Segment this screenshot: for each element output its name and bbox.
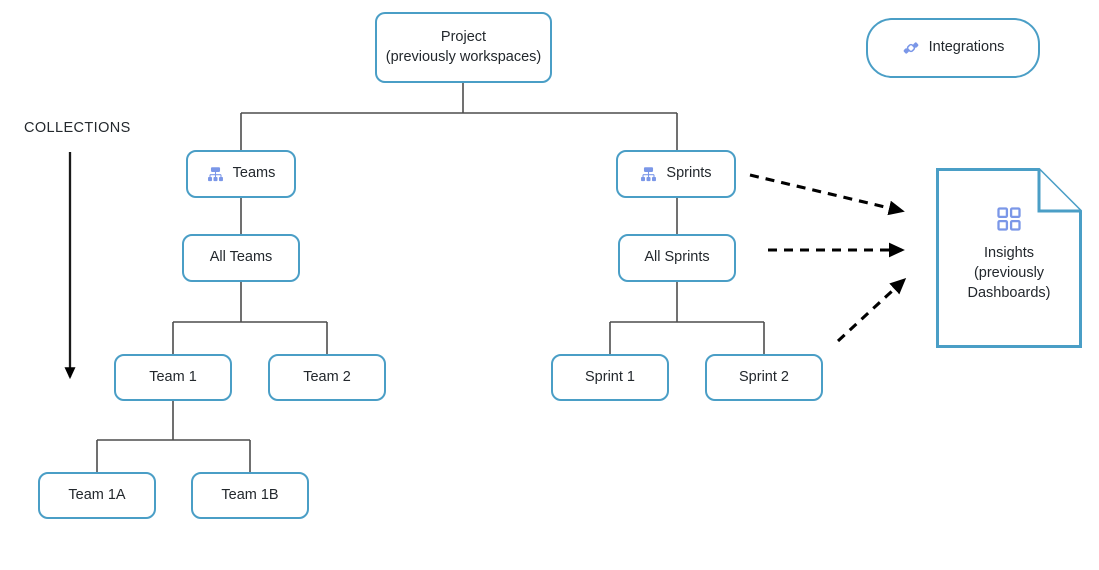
node-sprint-2-label: Sprint 2 bbox=[739, 368, 789, 385]
hierarchy-icon bbox=[207, 166, 224, 183]
edge-sprint2-insights-dashed bbox=[836, 278, 907, 343]
node-integrations[interactable]: Integrations bbox=[866, 18, 1040, 78]
node-team-1a-label: Team 1A bbox=[68, 486, 126, 503]
node-team-1b[interactable]: Team 1B bbox=[191, 472, 309, 519]
node-sprint-1-label: Sprint 1 bbox=[585, 368, 635, 385]
node-team-1[interactable]: Team 1 bbox=[114, 354, 232, 401]
node-sprints-label: Sprints bbox=[666, 165, 712, 182]
node-all-sprints[interactable]: All Sprints bbox=[618, 234, 736, 282]
node-sprints[interactable]: Sprints bbox=[616, 150, 736, 198]
node-insights[interactable]: Insights (previously Dashboards) bbox=[936, 168, 1082, 348]
node-team-1-label: Team 1 bbox=[149, 368, 197, 385]
node-project[interactable]: Project (previously workspaces) bbox=[375, 12, 552, 83]
node-sprint-1[interactable]: Sprint 1 bbox=[551, 354, 669, 401]
node-all-teams[interactable]: All Teams bbox=[182, 234, 300, 282]
collections-label: COLLECTIONS bbox=[24, 120, 131, 136]
node-all-sprints-label: All Sprints bbox=[644, 249, 710, 266]
edge-sprints-insights-dashed bbox=[749, 173, 905, 216]
node-team-1a[interactable]: Team 1A bbox=[38, 472, 156, 519]
node-teams[interactable]: Teams bbox=[186, 150, 296, 198]
node-team-1b-label: Team 1B bbox=[221, 486, 279, 503]
node-project-label: Project (previously workspaces) bbox=[385, 29, 542, 65]
node-all-teams-label: All Teams bbox=[209, 249, 273, 266]
node-integrations-label: Integrations bbox=[928, 39, 1005, 56]
node-sprint-2[interactable]: Sprint 2 bbox=[705, 354, 823, 401]
hierarchy-icon bbox=[640, 166, 657, 183]
link-chain-icon bbox=[902, 39, 920, 57]
node-team-2[interactable]: Team 2 bbox=[268, 354, 386, 401]
node-team-2-label: Team 2 bbox=[303, 368, 351, 385]
node-teams-label: Teams bbox=[232, 165, 276, 182]
